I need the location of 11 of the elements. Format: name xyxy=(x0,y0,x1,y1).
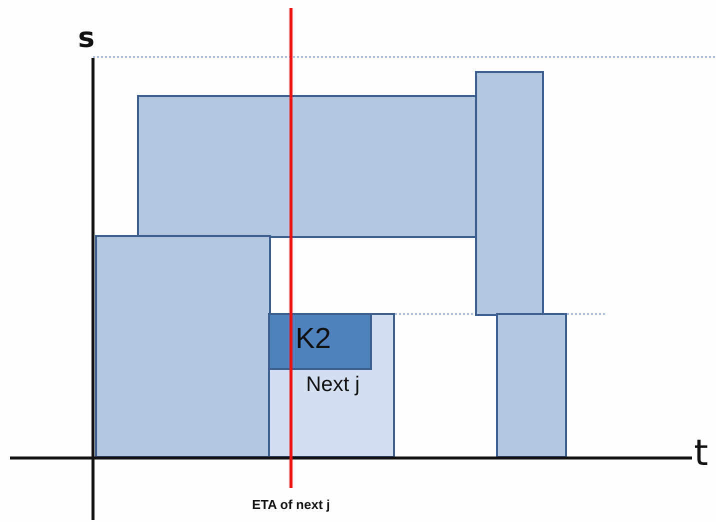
axis-label: s xyxy=(78,24,95,52)
block-rect xyxy=(268,312,372,370)
block-label: Next j xyxy=(306,373,360,397)
block-rect xyxy=(268,313,395,458)
block-rect xyxy=(137,95,477,238)
block-label: K2 xyxy=(296,322,331,356)
marker-label: ETA of next j xyxy=(251,497,331,512)
block-rect xyxy=(95,235,271,458)
axis-label: t xyxy=(694,436,708,472)
block-rect xyxy=(496,313,567,458)
block-rect xyxy=(475,71,544,316)
